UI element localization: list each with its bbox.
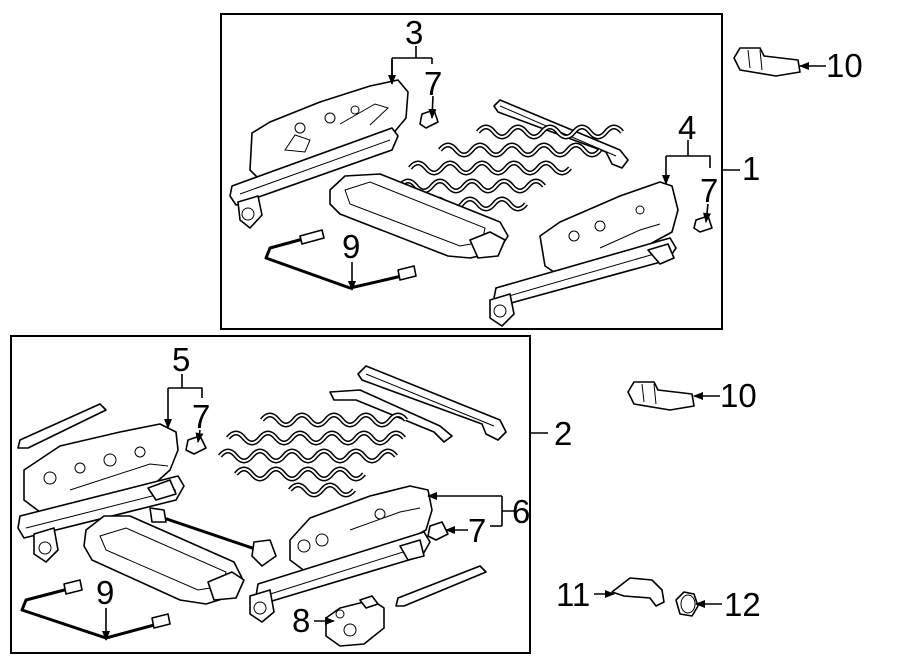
callout-5: 5 <box>172 341 190 378</box>
knob-item-12 <box>675 591 699 617</box>
cover-item-10-top <box>733 47 801 77</box>
seat-pan-upper <box>329 173 509 259</box>
clip-upper-left <box>419 109 439 129</box>
callout-9-upper: 9 <box>342 228 360 265</box>
callout-7-lower-left: 7 <box>192 398 210 435</box>
leader-3 <box>391 46 433 80</box>
callout-7-lower-right: 7 <box>468 512 486 549</box>
leader-6 <box>501 496 514 526</box>
callout-10-bottom: 10 <box>720 377 757 414</box>
callout-2: 2 <box>554 415 572 452</box>
assembly-1-frame <box>220 13 723 330</box>
callout-10-top: 10 <box>826 47 863 84</box>
assembly-2-frame <box>10 335 531 654</box>
front-bars-lower <box>329 365 507 443</box>
motor-item-8 <box>325 595 385 647</box>
handle-item-11 <box>611 577 665 607</box>
clip-lower-right <box>427 521 449 541</box>
left-track-lower <box>17 423 185 563</box>
cover-item-10-bottom <box>627 381 695 411</box>
right-track-upper <box>489 181 679 327</box>
callout-12: 12 <box>724 586 761 623</box>
seat-springs-lower <box>218 412 408 498</box>
leader-5 <box>168 374 203 398</box>
callout-7-upper-left: 7 <box>424 65 442 102</box>
callout-4: 4 <box>678 109 696 146</box>
clip-lower-left <box>185 435 207 455</box>
seat-pan-lower <box>83 515 245 605</box>
callout-11: 11 <box>556 576 590 613</box>
callout-6: 6 <box>512 493 530 530</box>
link-bar-lower-left <box>17 403 107 449</box>
link-bar-lower-right <box>395 565 487 607</box>
drive-shaft-lower <box>149 507 277 567</box>
leader-4 <box>666 140 711 168</box>
cable-lower <box>20 579 171 640</box>
left-track-upper <box>229 79 409 229</box>
callout-8: 8 <box>292 602 310 639</box>
callout-3: 3 <box>405 14 423 51</box>
cable-upper <box>264 229 417 290</box>
callout-9-lower: 9 <box>96 574 114 611</box>
clip-upper-right <box>693 215 713 233</box>
callout-1: 1 <box>742 150 760 187</box>
callout-7-upper-right: 7 <box>700 172 718 209</box>
right-track-lower <box>249 485 433 623</box>
